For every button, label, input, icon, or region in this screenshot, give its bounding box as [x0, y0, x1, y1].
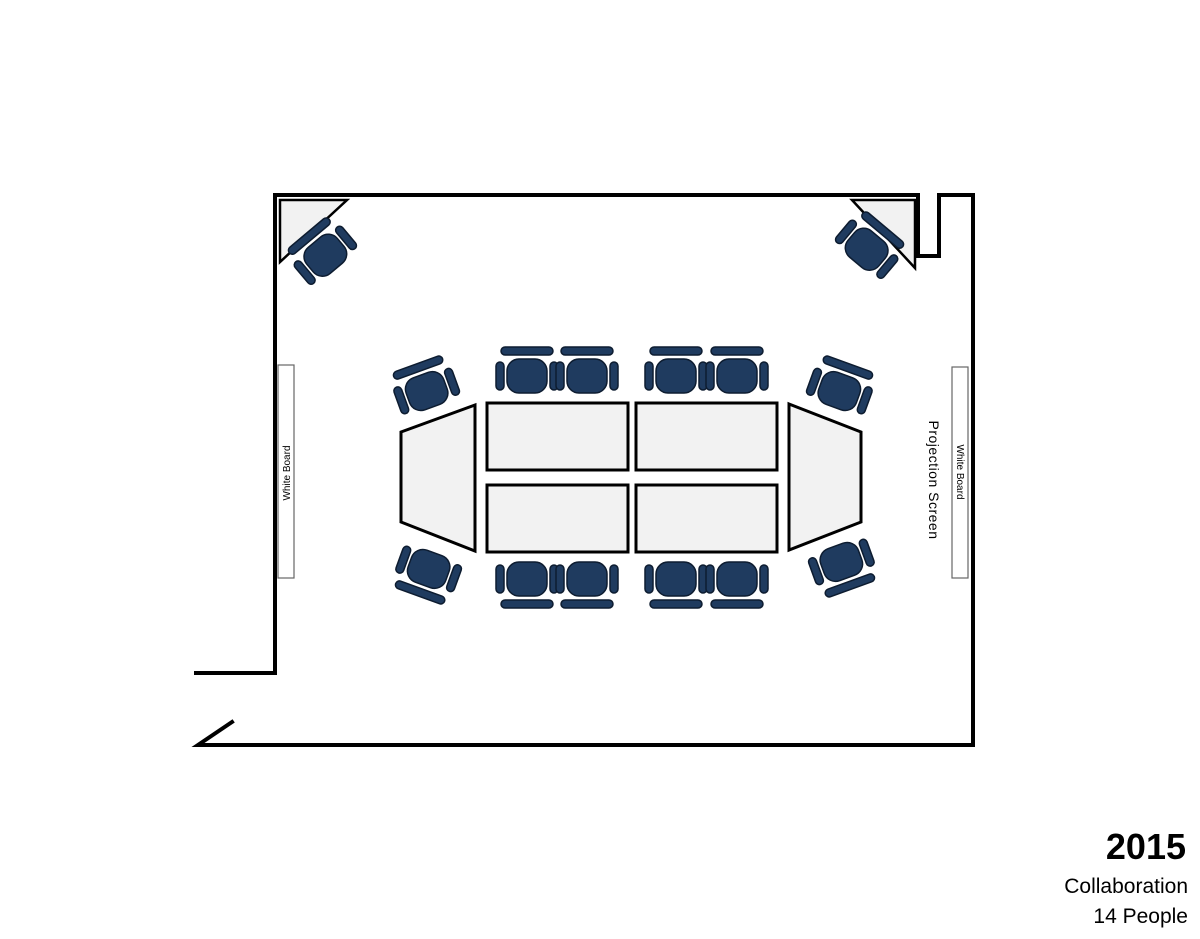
room-capacity: 14 People: [1093, 905, 1188, 928]
walls: [191, 193, 975, 747]
table-end-right: [787, 401, 863, 553]
table-top-2: [634, 401, 779, 472]
projection-screen-label: Projection Screen: [926, 420, 942, 539]
white-board-left-label: White Board: [282, 445, 293, 500]
chair-top-1: [495, 346, 559, 394]
room-number: 2015: [1105, 826, 1186, 867]
chair-top-4: [705, 346, 769, 394]
table-end-left: [399, 402, 477, 554]
table-bottom-2: [634, 483, 779, 554]
right-wall-notch: [916, 193, 975, 747]
chair-bottom-2: [555, 561, 619, 609]
left-wall: [194, 193, 277, 675]
chair-end-left-bottom: [388, 541, 465, 608]
table-bottom-1: [485, 483, 630, 554]
chair-end-left-top: [386, 352, 463, 419]
chair-bottom-4: [705, 561, 769, 609]
table-top-1: [485, 401, 630, 472]
door-swing: [191, 719, 332, 747]
chair-top-3: [644, 346, 708, 394]
white-board-right: [951, 366, 969, 579]
white-board-left: [277, 364, 295, 579]
chair-end-right-bottom: [805, 534, 882, 601]
chair-top-2: [555, 346, 619, 394]
chair-end-right-top: [803, 352, 880, 419]
chair-bottom-3: [644, 561, 708, 609]
white-board-right-label: White Board: [954, 444, 965, 499]
room-type: Collaboration: [1064, 875, 1188, 898]
chair-bottom-1: [495, 561, 559, 609]
conference-table-group: [399, 401, 863, 554]
